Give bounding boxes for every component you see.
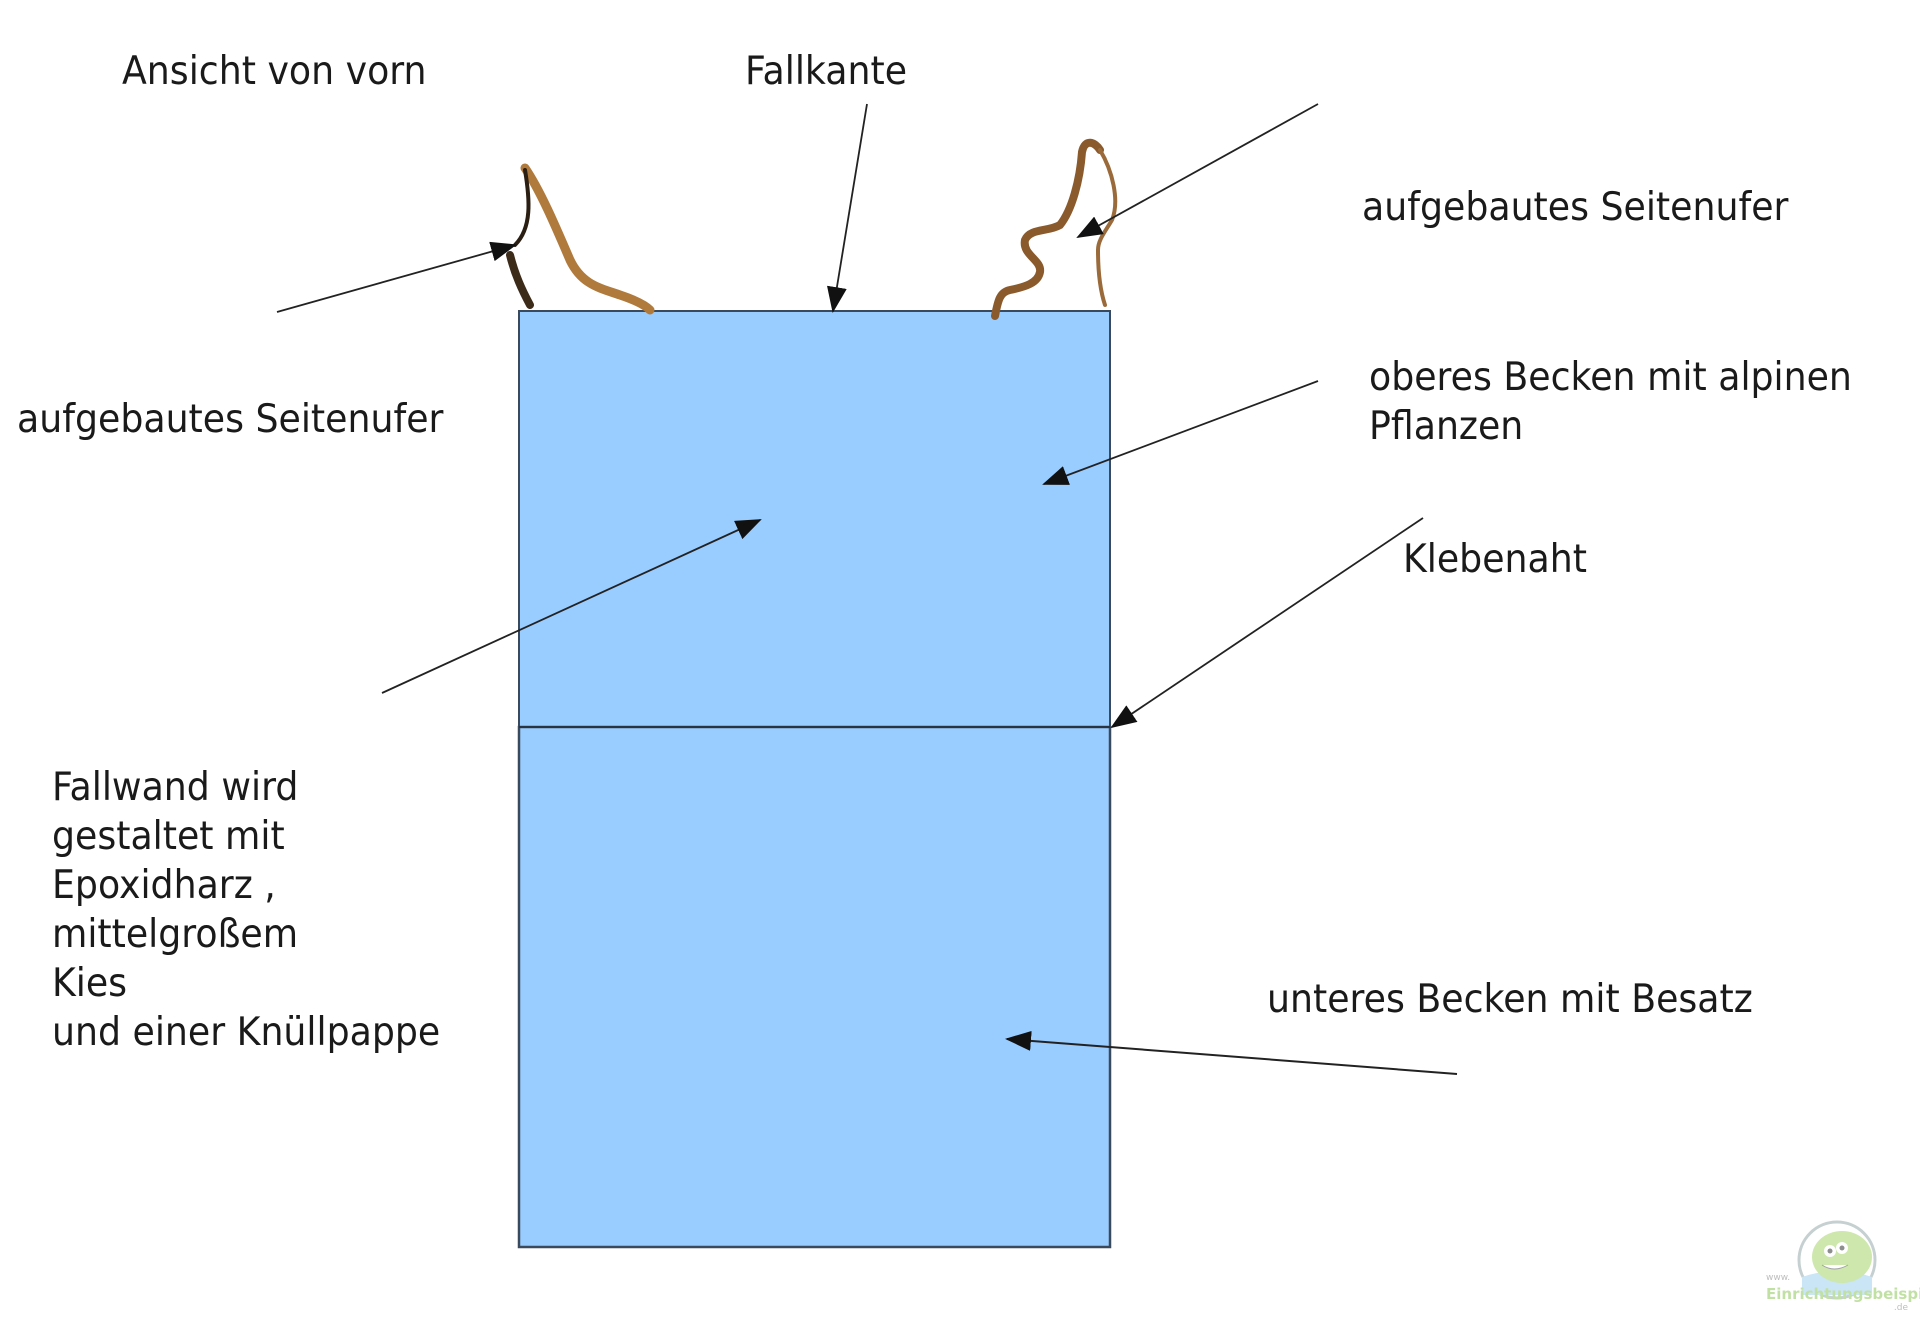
arrow-fallkante [827, 103, 868, 313]
label-klebenaht: Klebenaht [1403, 537, 1587, 582]
watermark-www: www. [1766, 1273, 1791, 1283]
left-shore-icon [506, 163, 655, 315]
lower-tank [517, 725, 1112, 1249]
arrow-seitenufer-left [276, 241, 517, 313]
right-shore-icon [991, 138, 1118, 320]
arrow-fallwand [381, 519, 762, 694]
label-fallwand: Fallwand wird gestaltet mit Epoxidharz ,… [52, 765, 441, 1055]
watermark-logo: www. Einrichtungsbeispiele .de [1762, 1215, 1920, 1315]
fish-icon [1797, 1220, 1877, 1300]
watermark-brand: Einrichtungsbeispiele [1766, 1285, 1920, 1303]
arrow-seitenufer-right [1076, 103, 1319, 238]
label-oberes-becken: oberes Becken mit alpinen Pflanzen [1369, 355, 1852, 449]
label-seitenufer-left: aufgebautes Seitenufer [17, 397, 444, 442]
arrow-oberes-becken [1042, 380, 1319, 485]
upper-tank [518, 310, 1111, 728]
watermark-tld: .de [1893, 1303, 1908, 1313]
view-title: Ansicht von vorn [122, 49, 427, 94]
label-unteres-becken: unteres Becken mit Besatz [1267, 977, 1753, 1022]
arrow-unteres-becken [1005, 1030, 1458, 1075]
arrow-klebenaht [1110, 517, 1424, 729]
label-seitenufer-right: aufgebautes Seitenufer [1362, 185, 1789, 230]
label-fallkante: Fallkante [745, 49, 908, 94]
